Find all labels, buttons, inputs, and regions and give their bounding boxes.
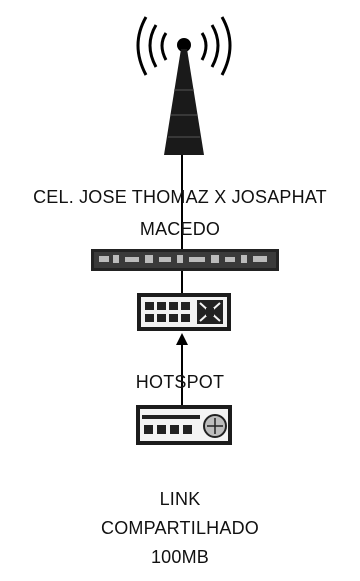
link-line2: COMPARTILHADO (101, 518, 259, 538)
link-line3: 100MB (150, 547, 210, 567)
radio-tower-icon (136, 16, 232, 155)
switch-icon (137, 293, 231, 331)
link-line1: LINK (159, 489, 201, 509)
site-name-line1: CEL. JOSE THOMAZ X JOSAPHAT (33, 187, 327, 207)
router-icon (136, 405, 232, 445)
site-name-line2: MACEDO (139, 219, 221, 239)
radio-device-icon (91, 249, 279, 271)
hotspot-label: HOTSPOT (135, 372, 225, 392)
arrowhead (176, 333, 188, 345)
